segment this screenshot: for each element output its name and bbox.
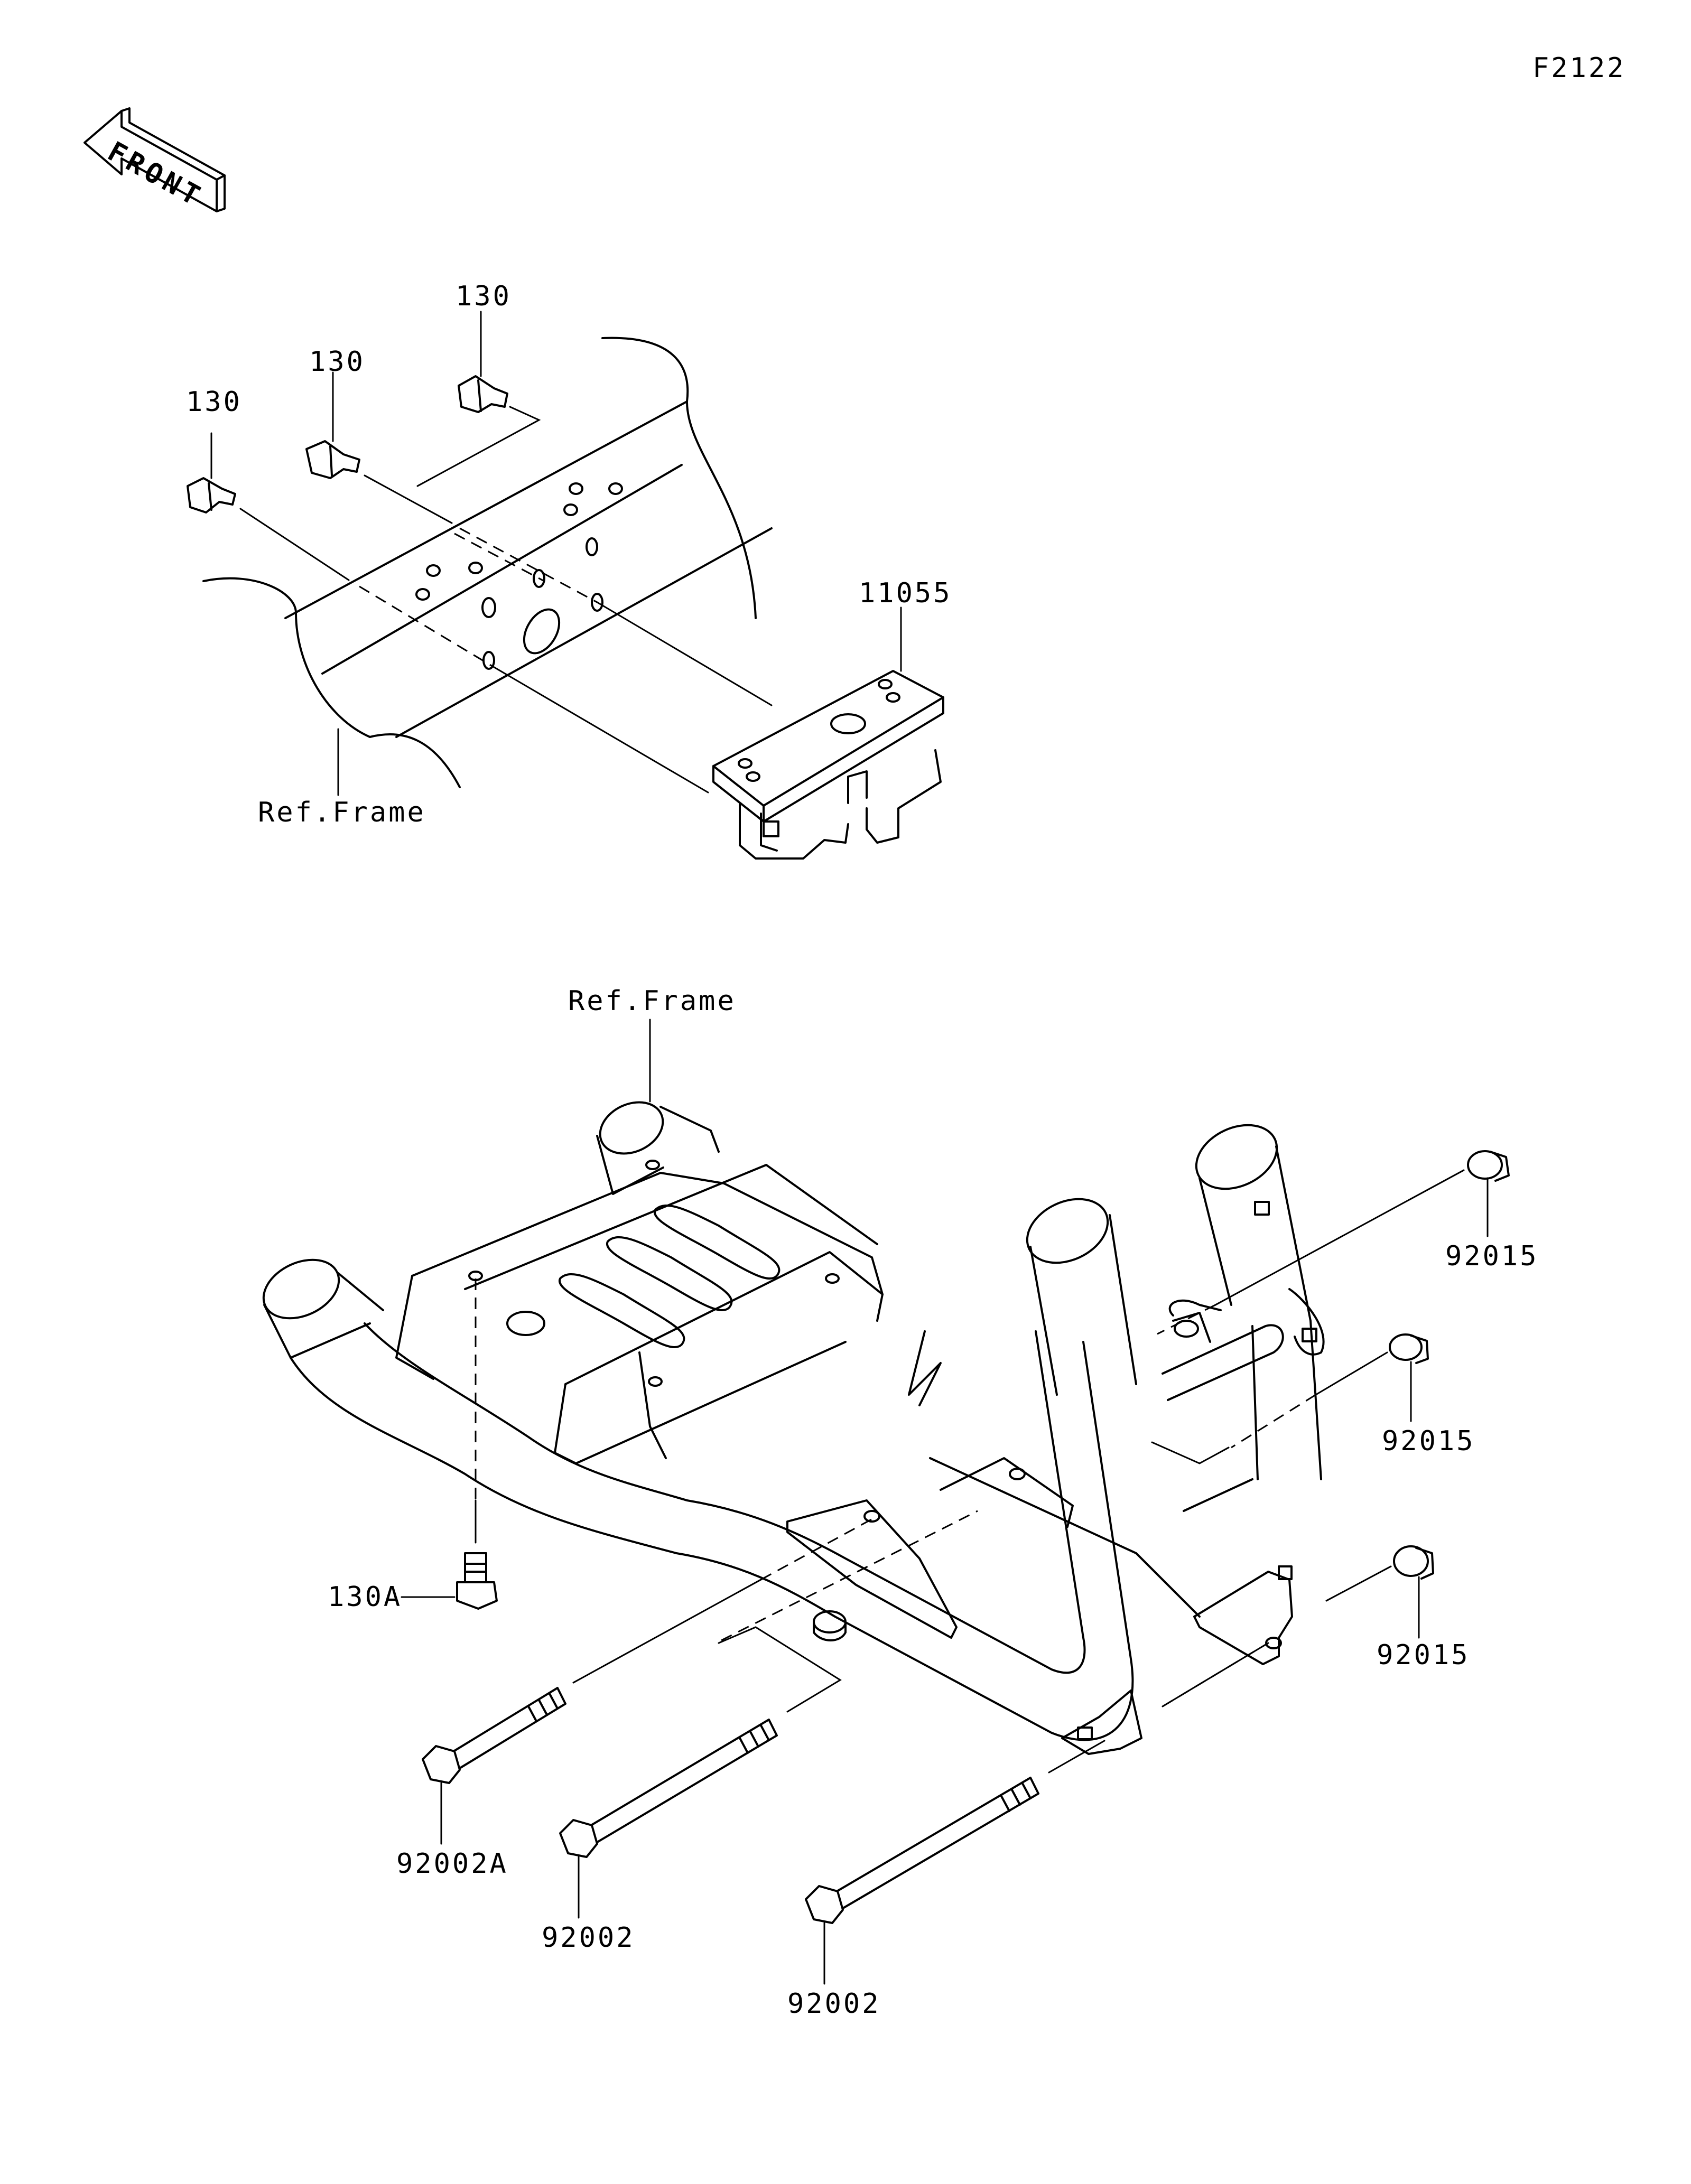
bolt-92002-mid[interactable] [559,1719,778,1858]
label-ref-frame-lower: Ref.Frame [568,985,736,1017]
label-130A: 130A [328,1581,402,1613]
figure-code: F2122 [1532,52,1626,84]
label-130-b: 130 [309,346,365,378]
label-92015-top: 92015 [1445,1240,1539,1272]
lower-frame [262,1101,1325,1755]
nut-92015-top[interactable] [1467,1150,1510,1182]
bolt-130A[interactable] [456,1552,498,1610]
label-92002-mid: 92002 [542,1922,635,1954]
bolt-92002A[interactable] [422,1687,566,1784]
label-92015-low: 92015 [1377,1639,1470,1671]
frame-holes [415,482,623,670]
nut-92015-mid[interactable] [1389,1333,1429,1364]
bolt-130-b[interactable] [305,440,360,479]
label-130-c: 130 [456,281,512,312]
label-92002A: 92002A [396,1848,508,1880]
label-130-a: 130 [186,386,242,418]
label-11055: 11055 [859,577,952,609]
label-92002-low: 92002 [787,1988,881,2020]
label-ref-frame-upper: Ref.Frame [258,797,426,828]
nut-92015-low[interactable] [1393,1545,1434,1580]
bolt-130-c[interactable] [458,375,508,413]
label-92015-mid: 92015 [1382,1425,1475,1457]
bolt-92002-low[interactable] [805,1777,1039,1924]
bracket-11055[interactable] [712,670,944,860]
front-arrow-icon: FRONT [83,107,226,214]
bolt-130-a[interactable] [187,477,236,514]
